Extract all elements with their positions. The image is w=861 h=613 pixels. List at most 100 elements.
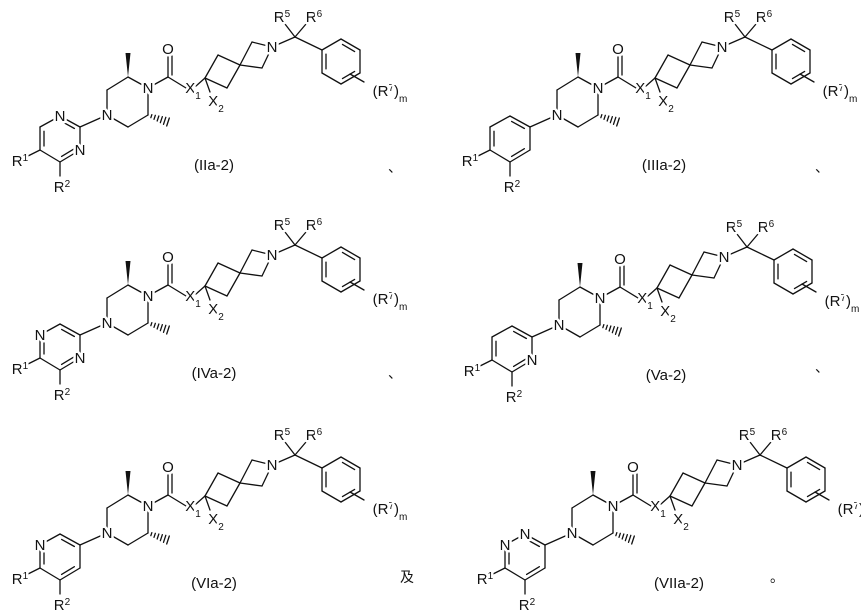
separator: 及 — [400, 570, 414, 586]
label-r5-part: R — [739, 427, 750, 444]
label-r6-part: 6 — [317, 427, 323, 438]
label-r5: R5 — [726, 219, 743, 237]
c-phenyl-bond — [745, 37, 772, 50]
hashed-methyl — [151, 323, 169, 334]
compound-label: (Va-2) — [646, 367, 687, 384]
label-r7m-part: R — [378, 83, 389, 100]
bond-x1-spiro — [646, 78, 655, 86]
atom-n-piperazine: N — [552, 107, 563, 124]
piperazine-bond — [128, 115, 148, 127]
label-r5-part: 5 — [285, 9, 291, 20]
label-r5-part: 5 — [285, 217, 291, 228]
atom-o: O — [612, 41, 624, 58]
atom-o-part: O — [162, 41, 174, 58]
structure-Va-2: NNOX1X2NR5R6(R7)mNR1R2(Va-2) — [464, 219, 860, 407]
wedge-methyl — [126, 261, 131, 285]
label-r6-part: R — [771, 427, 782, 444]
label-r7m-part: m — [851, 304, 859, 315]
label-x2-part: X — [658, 93, 668, 110]
hash-stroke — [157, 534, 159, 539]
cyclobutane-bond — [657, 265, 670, 288]
hash-stroke — [625, 535, 627, 541]
label-r5-part: R — [274, 9, 285, 26]
label-r1: R1 — [12, 571, 29, 589]
label-r2-part: 2 — [517, 389, 523, 400]
label-r1-part: 1 — [473, 153, 479, 164]
label-x2: X2 — [208, 511, 224, 533]
aryl-ring-bond — [490, 116, 510, 127]
hash-stroke — [164, 535, 166, 542]
compound-label-part: (IIa-2) — [194, 157, 234, 174]
bond-r5 — [750, 442, 760, 455]
hashed-methyl — [616, 533, 634, 544]
label-r5-part: R — [274, 427, 285, 444]
hash-stroke — [619, 328, 622, 336]
phenyl-bond — [341, 39, 360, 50]
label-r2: R2 — [506, 389, 523, 407]
label-r6: R6 — [756, 9, 773, 27]
hash-stroke — [167, 536, 170, 544]
label-r5-part: R — [274, 217, 285, 234]
hash-stroke — [164, 325, 166, 332]
atom-o-part: O — [162, 459, 174, 476]
aryl-ring-bond — [40, 568, 60, 580]
label-r2-part: R — [54, 387, 65, 404]
cyclobutane-bond — [668, 55, 690, 65]
label-r2-part: 2 — [65, 179, 71, 190]
label-r6-part: 6 — [767, 9, 773, 20]
compound-label: (VIIa-2) — [654, 575, 704, 592]
hash-stroke — [612, 327, 614, 333]
phenyl-bond — [806, 457, 825, 468]
bond-r6 — [295, 24, 306, 37]
label-r6-part: 6 — [782, 427, 788, 438]
label-r7m: (R7)m — [838, 501, 861, 523]
atom-n-aryl-part: N — [35, 327, 46, 344]
label-x2: X2 — [673, 511, 689, 533]
label-r1: R1 — [464, 363, 481, 381]
atom-n-aryl: N — [75, 142, 86, 159]
atom-n-aryl: N — [55, 108, 66, 125]
label-r6-part: 6 — [317, 217, 323, 228]
compound-label: (IIa-2) — [194, 157, 234, 174]
label-x2: X2 — [208, 93, 224, 115]
structure-IIIa-2: NNOX1X2NR5R6(R7)mR1R2(IIIa-2) — [462, 9, 858, 197]
cyclobutane-bond — [677, 65, 690, 88]
atom-n-aryl: N — [75, 350, 86, 367]
label-r7m-part: m — [849, 94, 857, 105]
label-x2-part: 2 — [670, 314, 676, 325]
hash-stroke — [604, 115, 605, 119]
atom-n-azetidine: N — [267, 247, 278, 264]
atom-n-piperazine: N — [102, 525, 113, 542]
label-x1-part: X — [650, 498, 660, 515]
bond-r6 — [747, 234, 758, 247]
atom-n-aryl-part: N — [500, 537, 511, 554]
label-x1-part: 1 — [195, 91, 201, 102]
atom-n-aryl: N — [527, 352, 538, 369]
label-r5: R5 — [724, 9, 741, 27]
label-x2-part: 2 — [218, 104, 224, 115]
hashed-methyl — [603, 325, 621, 336]
atom-n-piperazine: N — [567, 525, 578, 542]
bond-x1 — [168, 495, 186, 506]
label-x1-part: X — [185, 498, 195, 515]
atom-n-aryl-part: N — [75, 350, 86, 367]
atom-n-piperazine: N — [143, 288, 154, 305]
atom-n-piperazine-part: N — [593, 80, 604, 97]
bond-x1-spiro — [196, 286, 205, 294]
label-r1-part: R — [12, 361, 23, 378]
compound-label: (IVa-2) — [192, 365, 237, 382]
label-r7m: (R7)m — [373, 501, 408, 523]
label-r5: R5 — [739, 427, 756, 445]
label-r7m: (R7)m — [373, 291, 408, 313]
c-phenyl-bond — [760, 455, 787, 468]
atom-n-piperazine: N — [102, 315, 113, 332]
hash-stroke — [617, 118, 620, 126]
label-x1-part: X — [185, 288, 195, 305]
azetidine-bond — [705, 483, 727, 486]
bond-x1 — [168, 77, 186, 88]
label-x2-part: 2 — [668, 104, 674, 115]
wedge-methyl — [591, 471, 596, 495]
compound-label-part: (VIa-2) — [191, 575, 237, 592]
hash-stroke — [629, 535, 631, 542]
